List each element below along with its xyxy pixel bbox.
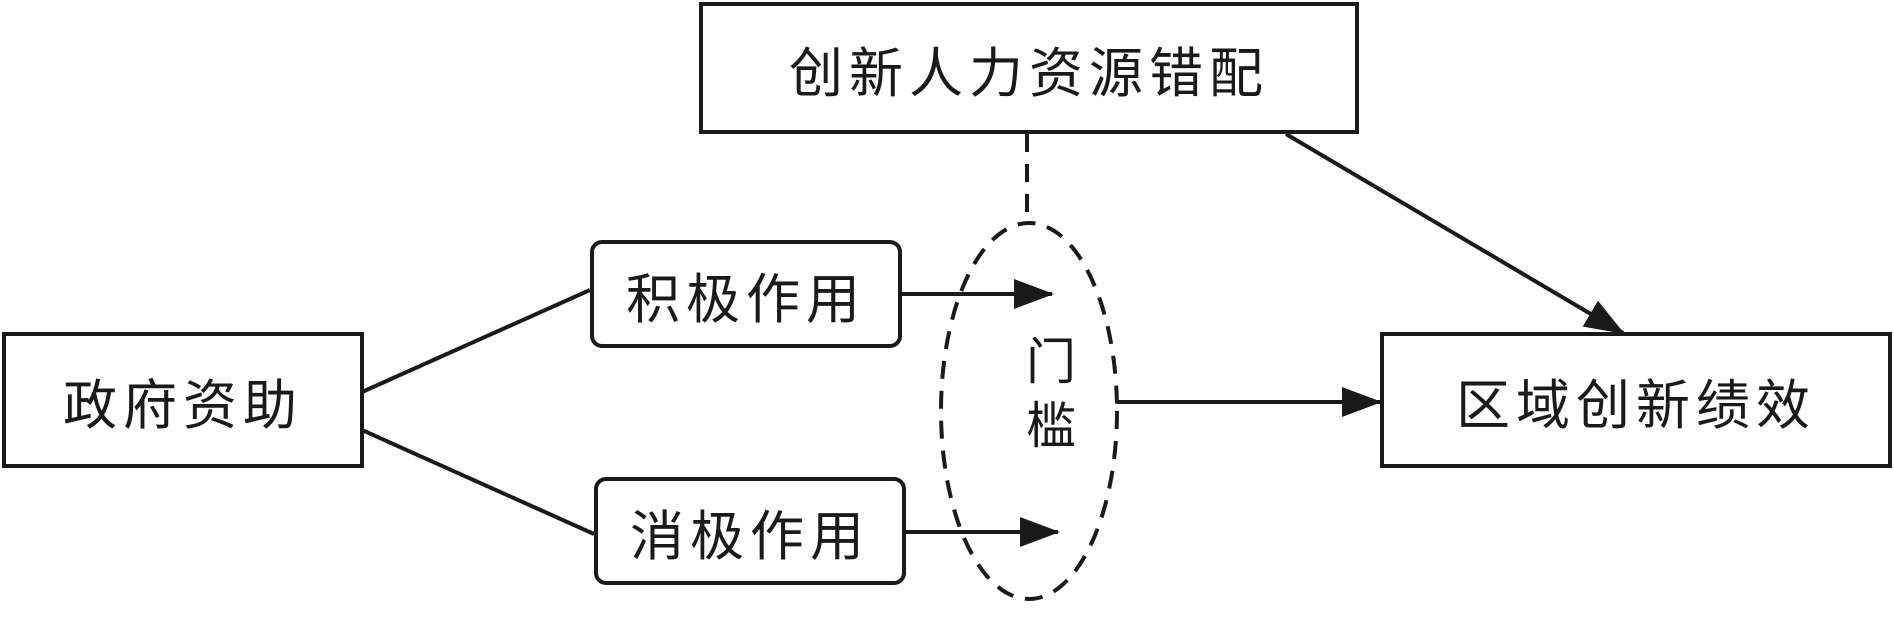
node-positive-effect: 积极作用 bbox=[590, 240, 902, 348]
node-government-funding: 政府资助 bbox=[2, 332, 364, 468]
connector-funding-to-negative bbox=[361, 428, 595, 536]
threshold-char-2: 槛 bbox=[1026, 397, 1076, 455]
arrow-misallocation-to-performance bbox=[1284, 132, 1625, 335]
node-misallocation: 创新人力资源错配 bbox=[699, 2, 1359, 134]
threshold-ellipse bbox=[939, 221, 1119, 601]
node-regional-performance: 区域创新绩效 bbox=[1380, 332, 1892, 468]
connector-funding-to-positive bbox=[361, 288, 591, 394]
node-negative-effect: 消极作用 bbox=[594, 477, 906, 585]
threshold-label: 门 槛 bbox=[1026, 337, 1076, 465]
threshold-char-1: 门 bbox=[1026, 333, 1076, 391]
